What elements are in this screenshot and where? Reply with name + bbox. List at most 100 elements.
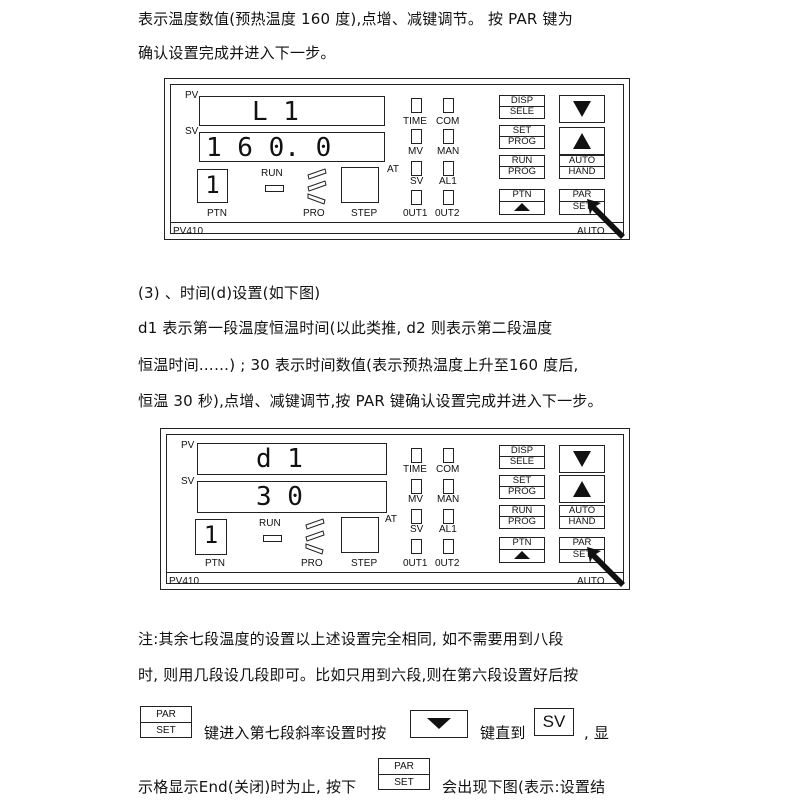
pointer-arrow-icon	[587, 199, 625, 239]
up-arrow-icon	[514, 203, 530, 211]
time-label: TIME	[403, 464, 427, 475]
ptn-button[interactable]: PTN	[499, 189, 545, 215]
down-button[interactable]	[559, 445, 605, 473]
man-led	[443, 479, 454, 494]
down-arrow-icon	[573, 101, 591, 117]
at-label: AT	[385, 514, 398, 525]
com-led	[443, 448, 454, 463]
out1-label: 0UT1	[403, 558, 428, 569]
pv-display: d 1	[197, 443, 387, 475]
run-led	[265, 185, 284, 192]
step-label: STEP	[351, 208, 378, 219]
text-line: 表示温度数值(预热温度 160 度),点增、减键调节。 按 PAR 键为	[138, 10, 573, 28]
step-label: STEP	[351, 558, 378, 569]
out2-label: 0UT2	[435, 208, 460, 219]
ptn-display: 1	[195, 519, 227, 555]
ptn-button[interactable]: PTN	[499, 537, 545, 563]
time-led	[411, 98, 422, 113]
com-label: COM	[436, 464, 460, 475]
mv-led	[411, 129, 422, 144]
inline-par-set-button: PAR SET	[140, 706, 192, 738]
note-line: 时, 则用几段设几段即可。比如只用到六段,则在第六段设置好后按	[138, 666, 579, 684]
note-text: 会出现下图(表示:设置结	[442, 778, 606, 796]
run-label: RUN	[259, 518, 281, 529]
man-label: MAN	[437, 146, 460, 157]
al1-led	[443, 509, 454, 524]
note-text: 键进入第七段斜率设置时按	[204, 724, 387, 742]
sv-label: SV	[181, 476, 195, 487]
up-arrow-icon	[573, 133, 591, 149]
time-led	[411, 448, 422, 463]
pointer-arrow-icon	[587, 547, 625, 587]
sv-label: SV	[185, 126, 199, 137]
out1-led	[411, 190, 422, 205]
up-button[interactable]	[559, 475, 605, 503]
sv-led-label: SV	[410, 524, 424, 535]
text-line: 确认设置完成并进入下一步。	[138, 44, 336, 62]
note-line: 注:其余七段温度的设置以上述设置完全相同, 如不需要用到八段	[138, 630, 564, 648]
note-text: , 显	[584, 724, 610, 742]
pro-label: PRO	[301, 558, 323, 569]
pv-label: PV	[181, 440, 195, 451]
controller-panel-2: PV d 1 SV 3 0 AT 1 PTN RUN PRO STEP TIME…	[160, 428, 630, 590]
out2-label: 0UT2	[435, 558, 460, 569]
sv-led	[411, 161, 422, 176]
sv-led-label: SV	[410, 176, 424, 187]
com-led	[443, 98, 454, 113]
text-line: 恒温 30 秒),点增、减键调节,按 PAR 键确认设置完成并进入下一步。	[138, 392, 603, 410]
al1-led	[443, 161, 454, 176]
step-display	[341, 167, 379, 203]
pro-label: PRO	[303, 208, 325, 219]
auto-label: AUTO	[577, 576, 605, 587]
ptn-label: PTN	[207, 208, 227, 219]
down-arrow-icon	[573, 451, 591, 467]
out2-led	[443, 190, 454, 205]
mv-label: MV	[408, 494, 423, 505]
model-label: PV410	[173, 226, 204, 237]
al1-label: AL1	[439, 176, 457, 187]
up-arrow-icon	[514, 551, 530, 559]
run-label: RUN	[261, 168, 283, 179]
sv-display: 3 0	[197, 481, 387, 513]
ptn-display: 1	[197, 169, 228, 203]
mv-led	[411, 479, 422, 494]
pv-display: L 1	[199, 96, 385, 126]
at-label: AT	[387, 164, 400, 175]
down-button[interactable]	[559, 95, 605, 123]
al1-label: AL1	[439, 524, 457, 535]
ptn-label: PTN	[205, 558, 225, 569]
sv-display: 1 6 0. 0	[199, 132, 385, 162]
text-line: 恒温时间……) ; 30 表示时间数值(表示预热温度上升至160 度后,	[138, 356, 579, 374]
out1-led	[411, 539, 422, 554]
inline-down-button	[410, 710, 468, 738]
controller-panel-1: PV L 1 SV 1 6 0. 0 AT 1 PTN RUN PRO STEP…	[164, 78, 630, 240]
section-heading: (3) 、时间(d)设置(如下图)	[138, 284, 321, 302]
model-label: PV410	[169, 576, 200, 587]
up-arrow-icon	[573, 481, 591, 497]
sv-led	[411, 509, 422, 524]
pv-label: PV	[185, 90, 199, 101]
man-led	[443, 129, 454, 144]
up-button[interactable]	[559, 127, 605, 155]
out2-led	[443, 539, 454, 554]
inline-sv-button: SV	[534, 708, 574, 736]
run-led	[263, 535, 282, 542]
segment-led-icon	[305, 518, 325, 555]
inline-par-set-button: PAR SET	[378, 758, 430, 790]
note-text: 键直到	[480, 724, 526, 742]
down-arrow-icon	[427, 718, 451, 729]
text-line: d1 表示第一段温度恒温时间(以此类推, d2 则表示第二段温度	[138, 319, 553, 337]
note-text: 示格显示End(关闭)时为止, 按下	[138, 778, 357, 796]
time-label: TIME	[403, 116, 427, 127]
auto-label: AUTO	[577, 226, 605, 237]
